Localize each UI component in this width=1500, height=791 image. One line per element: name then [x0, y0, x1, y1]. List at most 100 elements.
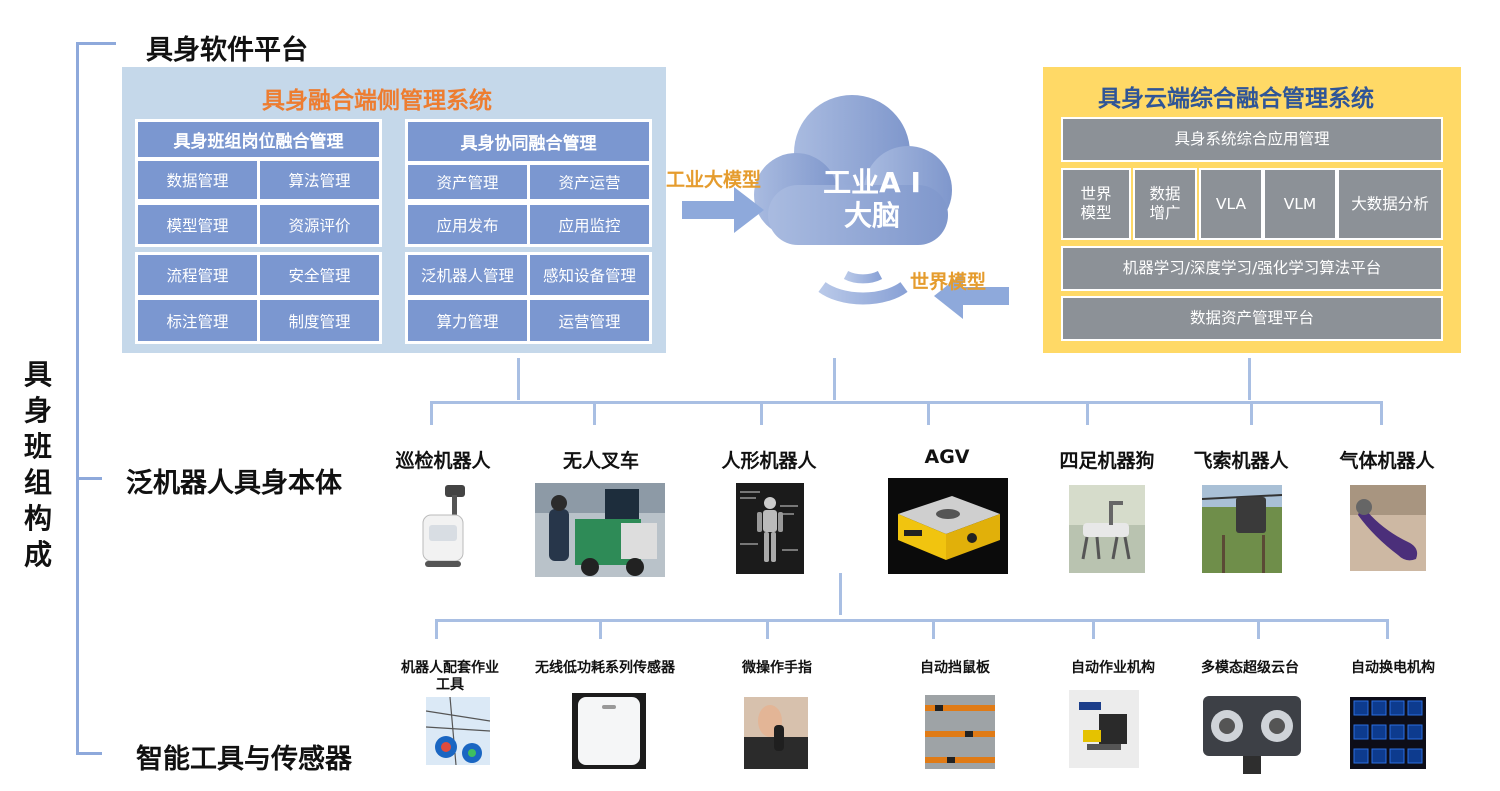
- cell-a-2-2[interactable]: 资源评价: [260, 205, 379, 244]
- cell-b-1-2[interactable]: 资产运营: [530, 165, 649, 199]
- tool-label-multimodal-ptz: 多模态超级云台: [1201, 660, 1299, 676]
- bracket-top-arm: [76, 42, 116, 45]
- robots-bus-line: [430, 401, 1383, 404]
- module-vla[interactable]: VLA: [1199, 168, 1263, 240]
- data-asset-platform[interactable]: 数据资产管理平台: [1061, 296, 1443, 341]
- tool-label-auto-mechanism: 自动作业机构: [1071, 660, 1155, 676]
- industrial-model-label: 工业大模型: [666, 169, 762, 191]
- bracket-vertical: [76, 42, 79, 754]
- tool-drop-1: [435, 619, 438, 639]
- robot-drop-7: [1380, 401, 1383, 425]
- micro-finger-image: [744, 697, 808, 769]
- group-b-lower-block: 泛机器人管理 感知设备管理 算力管理 运营管理: [405, 252, 652, 344]
- connector-cloud: [833, 358, 836, 400]
- arrow-out-icon: [934, 273, 1009, 319]
- group-a-head-block: 具身班组岗位融合管理 数据管理 算法管理 模型管理 资源评价: [135, 119, 382, 247]
- cell-a-3-2[interactable]: 安全管理: [260, 255, 379, 295]
- cell-b-2-2[interactable]: 应用监控: [530, 205, 649, 244]
- battery-swap-image: [1350, 697, 1426, 769]
- connector-robots-tools: [839, 573, 842, 615]
- robot-label-cable: 飞索机器人: [1193, 450, 1289, 472]
- group-a-title: 具身班组岗位融合管理: [138, 122, 379, 157]
- group-a-lower-block: 流程管理 安全管理 标注管理 制度管理: [135, 252, 382, 344]
- tier-tools-title: 智能工具与传感器: [136, 744, 352, 775]
- work-tools-image: [426, 697, 490, 765]
- robot-label-forklift: 无人叉车: [562, 450, 639, 472]
- robot-label-agv: AGV: [924, 446, 970, 468]
- module-vlm[interactable]: VLM: [1263, 168, 1337, 240]
- cell-a-3-1[interactable]: 流程管理: [138, 255, 257, 295]
- humanoid-image: [736, 483, 804, 574]
- cell-b-3-2[interactable]: 感知设备管理: [530, 255, 649, 295]
- cell-b-1-1[interactable]: 资产管理: [408, 165, 527, 199]
- cloud-system-panel: 具身云端综合融合管理系统 具身系统综合应用管理 世界 模型 数据 增广 VLA …: [1043, 67, 1461, 353]
- tool-label-work-tools: 机器人配套作业 工具: [401, 660, 499, 693]
- world-model-label: 世界模型: [910, 271, 987, 293]
- robot-drop-5: [1086, 401, 1089, 425]
- edge-system-title: 具身融合端侧管理系统: [262, 88, 492, 114]
- tool-drop-6: [1257, 619, 1260, 639]
- tool-label-battery-swap: 自动换电机构: [1351, 660, 1435, 676]
- rodent-board-image: [925, 695, 995, 769]
- bracket-bottom-arm: [76, 752, 102, 755]
- tool-drop-7: [1386, 619, 1389, 639]
- robot-label-gas: 气体机器人: [1339, 450, 1435, 472]
- agv-image: [888, 478, 1008, 574]
- module-world-model[interactable]: 世界 模型: [1061, 168, 1131, 240]
- cable-robot-image: [1202, 485, 1282, 573]
- cell-a-2-1[interactable]: 模型管理: [138, 205, 257, 244]
- cell-b-4-2[interactable]: 运营管理: [530, 300, 649, 341]
- gas-robot-image: [1350, 485, 1426, 571]
- auto-mechanism-image: [1069, 690, 1139, 768]
- cloud-app-management[interactable]: 具身系统综合应用管理: [1061, 117, 1443, 162]
- tool-label-rodent-board: 自动挡鼠板: [920, 660, 990, 676]
- ml-platform[interactable]: 机器学习/深度学习/强化学习算法平台: [1061, 246, 1443, 291]
- tool-drop-5: [1092, 619, 1095, 639]
- robot-label-inspection: 巡检机器人: [395, 450, 491, 472]
- cell-a-4-2[interactable]: 制度管理: [260, 300, 379, 341]
- multimodal-ptz-image: [1197, 686, 1307, 776]
- signal-waves-icon: [818, 270, 908, 305]
- edge-system-panel: 具身融合端侧管理系统 具身班组岗位融合管理 数据管理 算法管理 模型管理 资源评…: [122, 67, 666, 353]
- robot-drop-6: [1250, 401, 1253, 425]
- tool-drop-4: [932, 619, 935, 639]
- robot-drop-3: [760, 401, 763, 425]
- tool-drop-3: [766, 619, 769, 639]
- tool-label-micro-finger: 微操作手指: [742, 660, 812, 676]
- wireless-sensor-image: [572, 693, 646, 769]
- robot-label-quadruped: 四足机器狗: [1059, 450, 1155, 472]
- cell-a-4-1[interactable]: 标注管理: [138, 300, 257, 341]
- robot-dog-image: [1069, 485, 1145, 573]
- cell-b-3-1[interactable]: 泛机器人管理: [408, 255, 527, 295]
- cloud-brain-graphic: [682, 95, 1009, 319]
- tool-drop-2: [599, 619, 602, 639]
- tools-bus-line: [435, 619, 1388, 622]
- tier-software-title: 具身软件平台: [146, 35, 308, 66]
- cell-a-1-2[interactable]: 算法管理: [260, 161, 379, 199]
- connector-left-panel: [517, 358, 520, 400]
- cell-b-2-1[interactable]: 应用发布: [408, 205, 527, 244]
- forklift-image: [535, 483, 665, 577]
- bracket-mid-arm: [76, 477, 102, 480]
- group-b-title: 具身协同融合管理: [408, 122, 649, 161]
- robot-drop-4: [927, 401, 930, 425]
- composition-title: 具 身 班 组 构 成: [23, 358, 52, 571]
- robot-drop-2: [593, 401, 596, 425]
- cloud-system-title: 具身云端综合融合管理系统: [1098, 86, 1374, 112]
- module-big-data[interactable]: 大数据分析: [1337, 168, 1443, 240]
- group-b-head-block: 具身协同融合管理 资产管理 资产运营 应用发布 应用监控: [405, 119, 652, 247]
- tool-label-sensors: 无线低功耗系列传感器: [535, 660, 675, 676]
- cloud-line-1: 工业A I: [823, 166, 921, 199]
- robot-label-humanoid: 人形机器人: [721, 450, 817, 472]
- cell-b-4-1[interactable]: 算力管理: [408, 300, 527, 341]
- cloud-shape: [754, 95, 952, 245]
- inspection-robot-image: [415, 483, 471, 569]
- cell-a-1-1[interactable]: 数据管理: [138, 161, 257, 199]
- cloud-brain-label: 工业A I 大脑: [792, 166, 952, 232]
- arrow-in-icon: [682, 187, 764, 233]
- cloud-line-2: 大脑: [843, 199, 900, 232]
- connector-right-panel: [1248, 358, 1251, 400]
- robot-drop-1: [430, 401, 433, 425]
- tier-robots-title: 泛机器人具身本体: [126, 468, 342, 499]
- module-data-augment[interactable]: 数据 增广: [1133, 168, 1197, 240]
